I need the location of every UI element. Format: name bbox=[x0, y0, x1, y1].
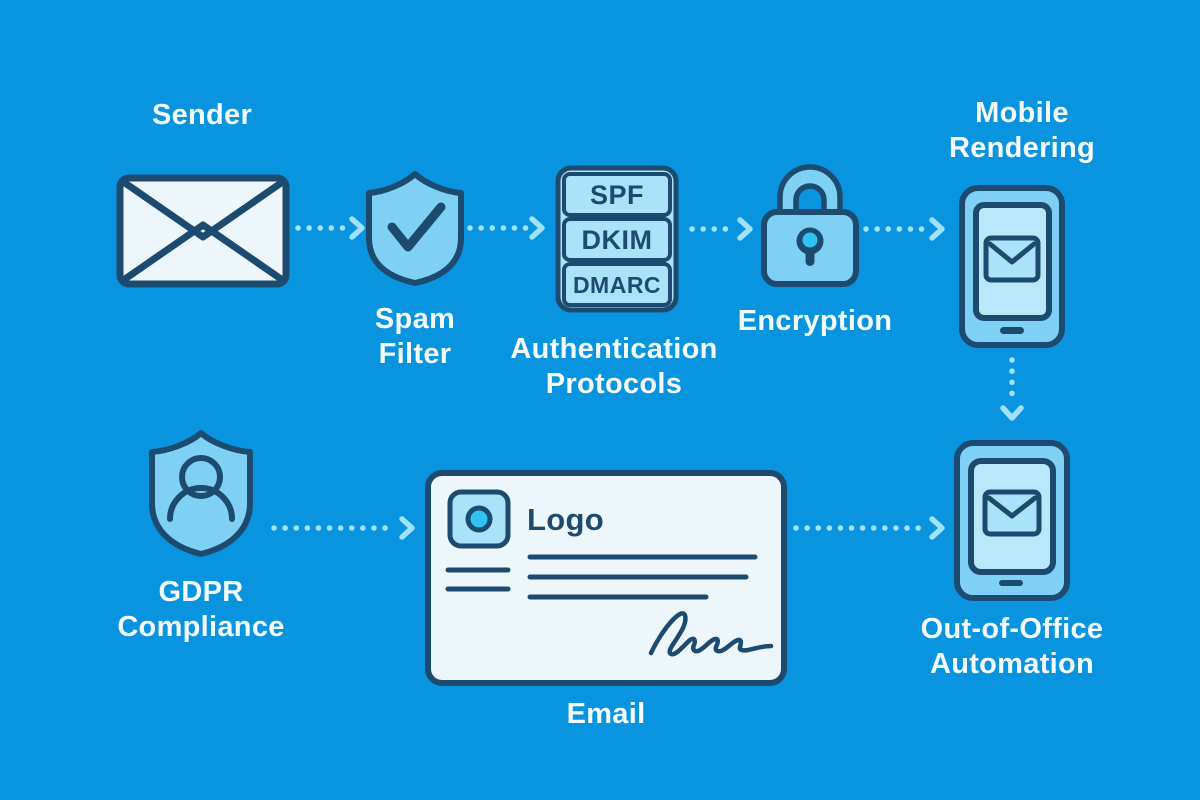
home-button bbox=[999, 580, 1023, 586]
smartphone-email-icon bbox=[959, 185, 1065, 348]
keyhole bbox=[796, 227, 824, 266]
signature-squiggle bbox=[648, 611, 774, 657]
email-document-icon bbox=[425, 470, 787, 686]
out-of-office-label: Out-of-Office Automation bbox=[921, 612, 1104, 682]
logo-text: Logo bbox=[527, 502, 604, 537]
sender-label: Sender bbox=[152, 98, 252, 133]
spam-filter-line1: Spam bbox=[374, 303, 456, 335]
encryption-label: Encryption bbox=[738, 304, 892, 339]
spam-filter-label: Spam Filter bbox=[375, 302, 455, 372]
arrow-gdpr-to-email bbox=[271, 516, 415, 540]
logo-mark bbox=[447, 489, 511, 549]
mobile-rendering-line1: Mobile bbox=[975, 97, 1069, 129]
auth-protocols-label: Authentication Protocols bbox=[510, 332, 717, 402]
mobile-rendering-line2: Rendering bbox=[948, 132, 1096, 164]
envelope-glyph bbox=[982, 489, 1042, 537]
gdpr-line1: GDPR bbox=[158, 576, 244, 608]
tablet-email-icon bbox=[954, 440, 1070, 601]
text-lines bbox=[445, 554, 758, 600]
arrow-mobile-to-outofoffice bbox=[1000, 357, 1024, 421]
dmarc-cell bbox=[562, 262, 672, 307]
arrow-sender-to-spamfilter bbox=[295, 216, 365, 240]
auth-protocols-line1: Authentication bbox=[510, 333, 718, 365]
envelope-icon bbox=[116, 174, 290, 288]
email-label: Email bbox=[567, 697, 646, 732]
mobile-rendering-label: Mobile Rendering bbox=[949, 96, 1095, 166]
envelope-glyph bbox=[983, 235, 1041, 283]
dkim-cell bbox=[562, 217, 672, 262]
encryption-label-text: Encryption bbox=[737, 305, 893, 337]
spf-row-label: SPF bbox=[589, 180, 644, 210]
shield-check-icon bbox=[366, 171, 464, 286]
home-button bbox=[1000, 327, 1024, 334]
arrow-encryption-to-mobile bbox=[863, 217, 945, 241]
gdpr-compliance-label: GDPR Compliance bbox=[117, 575, 284, 645]
spf-cell bbox=[562, 172, 672, 217]
dmarc-row-label: DMARC bbox=[572, 272, 662, 298]
check-mark bbox=[387, 202, 446, 252]
stacked-protocols-icon bbox=[555, 165, 679, 313]
arrow-auth-to-encryption bbox=[689, 217, 753, 241]
spam-filter-line2: Filter bbox=[378, 338, 452, 370]
dkim-row-label: DKIM bbox=[581, 225, 653, 255]
person-glyph bbox=[167, 455, 235, 522]
padlock-icon bbox=[761, 164, 859, 287]
sender-label-text: Sender bbox=[151, 99, 253, 131]
shield-user-icon bbox=[149, 430, 253, 557]
out-of-office-line2: Automation bbox=[929, 648, 1095, 680]
gdpr-line2: Compliance bbox=[117, 611, 285, 643]
out-of-office-line1: Out-of-Office bbox=[920, 613, 1104, 645]
auth-protocols-line2: Protocols bbox=[545, 368, 683, 400]
email-label-text: Email bbox=[566, 698, 646, 730]
arrow-email-to-outofoffice bbox=[793, 516, 945, 540]
arrow-spamfilter-to-auth bbox=[467, 216, 545, 240]
